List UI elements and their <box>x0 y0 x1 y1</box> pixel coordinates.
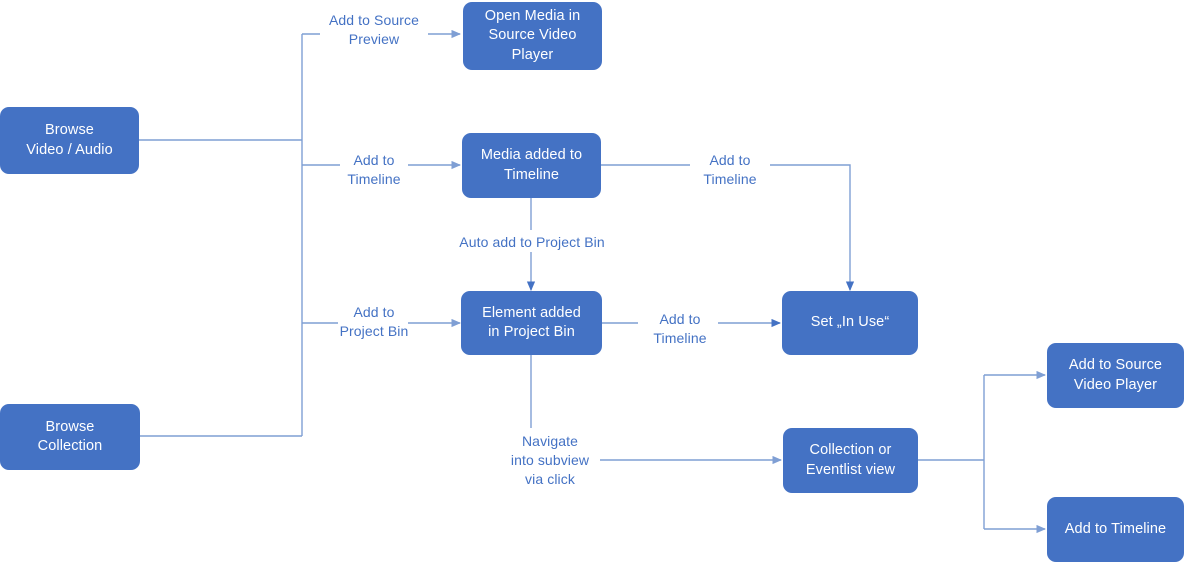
node-set-in-use[interactable]: Set „In Use“ <box>782 291 918 355</box>
node-add-to-source-video-player[interactable]: Add to Source Video Player <box>1047 343 1184 408</box>
node-label: Add to Timeline <box>1064 520 1167 537</box>
node-element-added-in-project-bin[interactable]: Element added in Project Bin <box>461 291 602 355</box>
edge-label-add-to-source-preview: Add to Source Preview <box>328 12 420 47</box>
edge-label-add-to-timeline-bin: Add to Timeline <box>653 311 707 346</box>
edge-label-add-to-timeline-media: Add to Timeline <box>703 152 757 187</box>
node-label: Add to Source Video Player <box>1068 357 1163 393</box>
node-browse-collection[interactable]: Browse Collection <box>0 404 140 470</box>
node-collection-or-eventlist-view[interactable]: Collection or Eventlist view <box>783 428 918 493</box>
edge-label-add-to-timeline-trunk: Add to Timeline <box>347 152 401 187</box>
node-browse-video-audio[interactable]: Browse Video / Audio <box>0 107 139 174</box>
node-label: Browse Video / Audio <box>26 122 113 158</box>
edge-media-added-to-set-in-use <box>770 164 855 292</box>
node-add-to-timeline-output[interactable]: Add to Timeline <box>1047 497 1184 562</box>
node-label: Media added to Timeline <box>480 147 583 183</box>
node-label: Browse Collection <box>37 418 103 454</box>
node-label: Set „In Use“ <box>810 314 890 331</box>
edge-label-auto-add-to-project-bin: Auto add to Project Bin <box>459 234 605 250</box>
node-label: Element added in Project Bin <box>482 304 581 340</box>
node-media-added-to-timeline[interactable]: Media added to Timeline <box>462 133 601 198</box>
node-open-media-source-player[interactable]: Open Media in Source Video Player <box>463 2 602 70</box>
node-label: Collection or Eventlist view <box>805 442 896 478</box>
edge-label-navigate-into-subview: Navigate into subview via click <box>510 433 590 487</box>
node-label: Open Media in Source Video Player <box>484 8 581 63</box>
edge-label-add-to-project-bin: Add to Project Bin <box>339 304 409 339</box>
